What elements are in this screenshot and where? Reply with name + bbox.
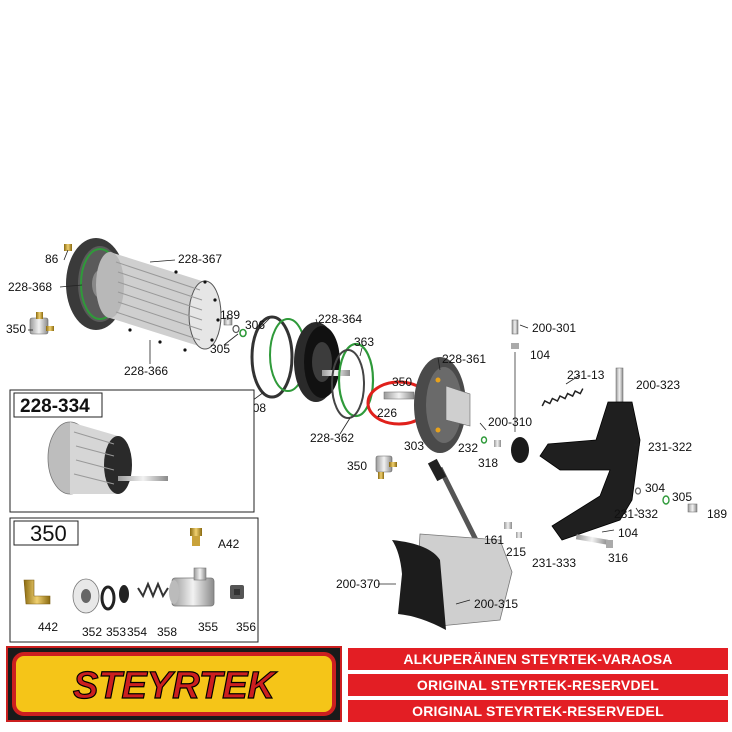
oring-200-308-drawing <box>250 315 294 399</box>
part-label-358: 358 <box>157 625 177 639</box>
fitting-318-drawing <box>494 440 501 447</box>
end-plate-228-361-drawing <box>414 357 471 453</box>
part-label-306: 306 <box>245 318 265 332</box>
part-label-442: 442 <box>38 620 58 634</box>
part-355-drawing <box>169 567 215 607</box>
part-label-363: 363 <box>354 335 374 349</box>
inset-motor-drawing <box>47 421 168 495</box>
part-label-305b: 305 <box>672 490 692 504</box>
part-label-200-310: 200-310 <box>488 415 532 429</box>
part-label-316: 316 <box>608 551 628 565</box>
part-label-215: 215 <box>506 545 526 559</box>
part-label-231-322: 231-322 <box>648 440 692 454</box>
part-label-355: 355 <box>198 620 218 634</box>
banner-line-swedish: ORIGINAL STEYRTEK-RESERVDEL <box>348 674 728 696</box>
arm-231-322-drawing <box>539 401 641 541</box>
part-labels: 86 228-368 350 228-367 228-366 189 306 3… <box>6 252 727 611</box>
pulley-228-364-drawing <box>294 322 350 402</box>
drum-cylinder-drawing <box>96 252 222 352</box>
screw-200-301-drawing <box>511 319 519 432</box>
steyrtek-logo: STEYRTEK <box>6 646 342 722</box>
part-label-350b: 350 <box>392 375 412 389</box>
part-label-189a: 189 <box>220 308 240 322</box>
part-label-86: 86 <box>45 252 59 266</box>
scraper-200-370-drawing <box>392 540 446 630</box>
inset-228-334-title: 228-334 <box>20 396 90 417</box>
part-label-a42: A42 <box>218 537 240 551</box>
leader-lines <box>28 249 641 605</box>
spring-231-13-drawing <box>541 388 584 407</box>
part-label-104b: 104 <box>618 526 638 540</box>
part-label-305a: 305 <box>210 342 230 356</box>
banner-line-finnish: ALKUPERÄINEN STEYRTEK-VARAOSA <box>348 648 728 670</box>
part-label-231-13: 231-13 <box>567 368 605 382</box>
part-label-228-368: 228-368 <box>8 280 52 294</box>
grease-nipple-drawing <box>64 244 72 251</box>
lever-drawing <box>427 458 479 542</box>
part-a42-drawing <box>190 528 202 546</box>
washer-215-drawing <box>516 532 522 538</box>
nozzle-350b-drawing <box>375 455 397 479</box>
small-parts-189-306-305 <box>223 317 247 338</box>
part-label-350c: 350 <box>347 459 367 473</box>
part-label-104a: 104 <box>530 348 550 362</box>
part-label-228-366: 228-366 <box>124 364 168 378</box>
part-label-189b: 189 <box>707 507 727 521</box>
shaft-226-drawing <box>383 391 415 400</box>
oring-363-drawing <box>337 342 375 418</box>
part-label-200-370: 200-370 <box>336 577 380 591</box>
part-label-228-361: 228-361 <box>442 352 486 366</box>
oring-228-362-drawing <box>331 349 365 419</box>
part-label-231-333: 231-333 <box>532 556 576 570</box>
part-358-drawing <box>137 581 169 599</box>
logo-text: STEYRTEK <box>73 665 278 707</box>
part-label-228-362: 228-362 <box>310 431 354 445</box>
part-label-318: 318 <box>478 456 498 470</box>
banner-line-norwegian: ORIGINAL STEYRTEK-RESERVEDEL <box>348 700 728 722</box>
nut-189-drawing <box>687 503 698 513</box>
part-label-231-332: 231-332 <box>614 507 658 521</box>
part-label-350a: 350 <box>6 322 26 336</box>
part-label-353: 353 <box>106 625 126 639</box>
oring-232-drawing <box>480 436 488 444</box>
pin-200-323-drawing <box>615 367 624 403</box>
part-label-226: 226 <box>377 406 397 420</box>
nut-161-drawing <box>504 522 512 529</box>
part-label-200-315: 200-315 <box>474 597 518 611</box>
part-353-drawing <box>100 585 116 611</box>
part-label-304: 304 <box>645 481 665 495</box>
part-label-200-301: 200-301 <box>532 321 576 335</box>
part-354-drawing <box>119 585 129 603</box>
washer-304-drawing <box>634 487 642 495</box>
part-label-303: 303 <box>404 439 424 453</box>
bolt-316-drawing <box>575 534 613 548</box>
nozzle-350a-drawing <box>29 312 54 335</box>
part-label-232: 232 <box>458 441 478 455</box>
part-label-200-323: 200-323 <box>636 378 680 392</box>
roller-303-drawing <box>511 437 529 463</box>
oring-305-drawing <box>662 495 670 505</box>
inset-228-334: 228-334 <box>9 389 255 513</box>
inset-350-title: 350 <box>30 521 67 546</box>
part-label-356: 356 <box>236 620 256 634</box>
logo-graphic: STEYRTEK <box>12 652 336 716</box>
part-356-drawing <box>230 585 244 599</box>
part-442-drawing <box>23 579 51 605</box>
part-352-drawing <box>72 578 100 614</box>
part-label-161: 161 <box>484 533 504 547</box>
part-label-354: 354 <box>127 625 147 639</box>
part-label-352: 352 <box>82 625 102 639</box>
part-label-228-367: 228-367 <box>178 252 222 266</box>
part-label-228-364: 228-364 <box>318 312 362 326</box>
inset-350: 350 A42 442 352 353 <box>9 517 259 643</box>
